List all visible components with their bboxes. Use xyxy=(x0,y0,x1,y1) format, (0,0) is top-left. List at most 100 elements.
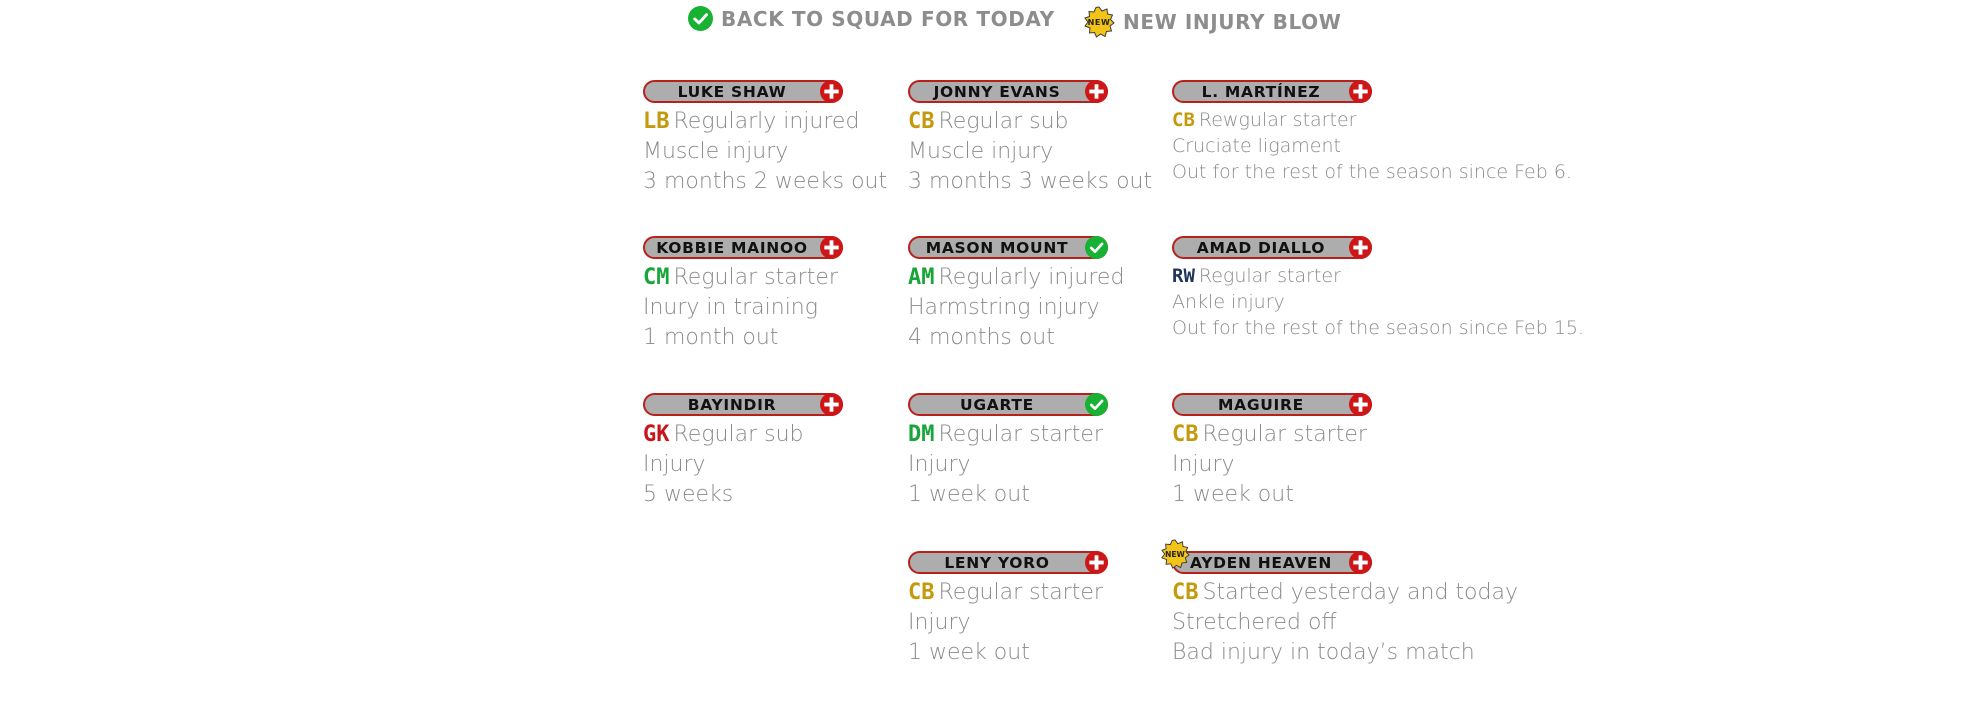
player-name: AMAD DIALLO xyxy=(1196,238,1326,257)
legend-new-injury: NEW NEW INJURY BLOW xyxy=(1083,6,1341,38)
player-name-pill: BAYINDIR xyxy=(643,393,843,416)
position-badge: CB xyxy=(908,580,935,605)
check-icon xyxy=(1085,393,1108,416)
legend-back-to-squad: BACK TO SQUAD FOR TODAY xyxy=(688,6,1055,31)
check-icon xyxy=(1085,236,1108,259)
player-role: Started yesterday and today xyxy=(1202,580,1518,605)
player-role: Rewgular starter xyxy=(1198,109,1357,131)
player-duration: 1 week out xyxy=(908,640,1030,665)
player-injury: Injury xyxy=(1172,452,1235,477)
plus-icon xyxy=(1085,551,1108,574)
player-name: KOBBIE MAINOO xyxy=(656,238,808,257)
plus-icon xyxy=(820,80,843,103)
player-injury: Stretchered off xyxy=(1172,610,1337,635)
player-name: AYDEN HEAVEN xyxy=(1189,553,1333,572)
player-injury: Injury xyxy=(908,452,971,477)
player-name-pill: LUKE SHAW xyxy=(643,80,843,103)
check-icon xyxy=(688,6,713,31)
player-duration: Out for the rest of the season since Feb… xyxy=(1172,161,1572,183)
player-name-pill: JONNY EVANS xyxy=(908,80,1108,103)
player-name: JONNY EVANS xyxy=(933,82,1061,101)
player-role: Regular starter xyxy=(938,422,1103,447)
player-role: Regular sub xyxy=(673,422,804,447)
legend-new-label: NEW INJURY BLOW xyxy=(1123,10,1342,34)
player-injury: Injury xyxy=(908,610,971,635)
player-role: Regular starter xyxy=(1202,422,1367,447)
position-badge: RW xyxy=(1172,265,1195,287)
plus-icon xyxy=(1349,551,1372,574)
plus-icon xyxy=(1349,393,1372,416)
svg-text:NEW: NEW xyxy=(1165,550,1185,559)
player-injury: Injury xyxy=(643,452,706,477)
plus-icon xyxy=(820,236,843,259)
player-name: BAYINDIR xyxy=(687,395,777,414)
player-name: MAGUIRE xyxy=(1218,395,1304,414)
legend-back-label: BACK TO SQUAD FOR TODAY xyxy=(721,6,1055,31)
player-name: LUKE SHAW xyxy=(677,82,787,101)
player-name-pill: NEW AYDEN HEAVEN xyxy=(1161,539,1372,574)
player-name: MASON MOUNT xyxy=(925,238,1069,257)
player-name: L. MARTÍNEZ xyxy=(1201,82,1321,101)
player-injury: Ankle injury xyxy=(1172,291,1285,313)
plus-icon xyxy=(1349,80,1372,103)
player-name-pill: LENY YORO xyxy=(908,551,1108,574)
player-duration: 1 week out xyxy=(908,482,1030,507)
position-badge: LB xyxy=(643,109,670,134)
player-duration: 3 months 3 weeks out xyxy=(908,169,1153,194)
player-name-pill: MAGUIRE xyxy=(1172,393,1372,416)
player-injury: Inury in training xyxy=(643,295,818,320)
player-name-pill: MASON MOUNT xyxy=(908,236,1108,259)
plus-icon xyxy=(1349,236,1372,259)
player-role: Regular starter xyxy=(673,265,838,290)
new-badge-icon: NEW xyxy=(1160,539,1190,569)
svg-text:NEW: NEW xyxy=(1088,18,1111,27)
player-duration: Out for the rest of the season since Feb… xyxy=(1172,317,1585,339)
new-badge-icon: NEW xyxy=(1083,6,1115,38)
position-badge: AM xyxy=(908,265,935,290)
position-badge: CB xyxy=(1172,422,1199,447)
player-name-pill: KOBBIE MAINOO xyxy=(643,236,843,259)
player-duration: 1 week out xyxy=(1172,482,1294,507)
position-badge: GK xyxy=(643,422,670,447)
position-badge: CM xyxy=(643,265,670,290)
plus-icon xyxy=(1085,80,1108,103)
player-injury: Cruciate ligament xyxy=(1172,135,1341,157)
position-badge: CB xyxy=(908,109,935,134)
player-duration: 1 month out xyxy=(643,325,779,350)
player-duration: 5 weeks xyxy=(643,482,734,507)
player-role: Regular starter xyxy=(1198,265,1341,287)
position-badge: DM xyxy=(908,422,935,447)
player-injury: Harmstring injury xyxy=(908,295,1100,320)
player-duration: Bad injury in today’s match xyxy=(1172,640,1475,665)
player-role: Regular starter xyxy=(938,580,1103,605)
position-badge: CB xyxy=(1172,109,1195,131)
player-name-pill: L. MARTÍNEZ xyxy=(1172,80,1372,103)
plus-icon xyxy=(820,393,843,416)
player-injury: Muscle injury xyxy=(643,139,789,164)
player-name-pill: AMAD DIALLO xyxy=(1172,236,1372,259)
player-name-pill: UGARTE xyxy=(908,393,1108,416)
player-name: UGARTE xyxy=(960,395,1034,414)
position-badge: CB xyxy=(1172,580,1199,605)
player-role: Regularly injured xyxy=(673,109,860,134)
